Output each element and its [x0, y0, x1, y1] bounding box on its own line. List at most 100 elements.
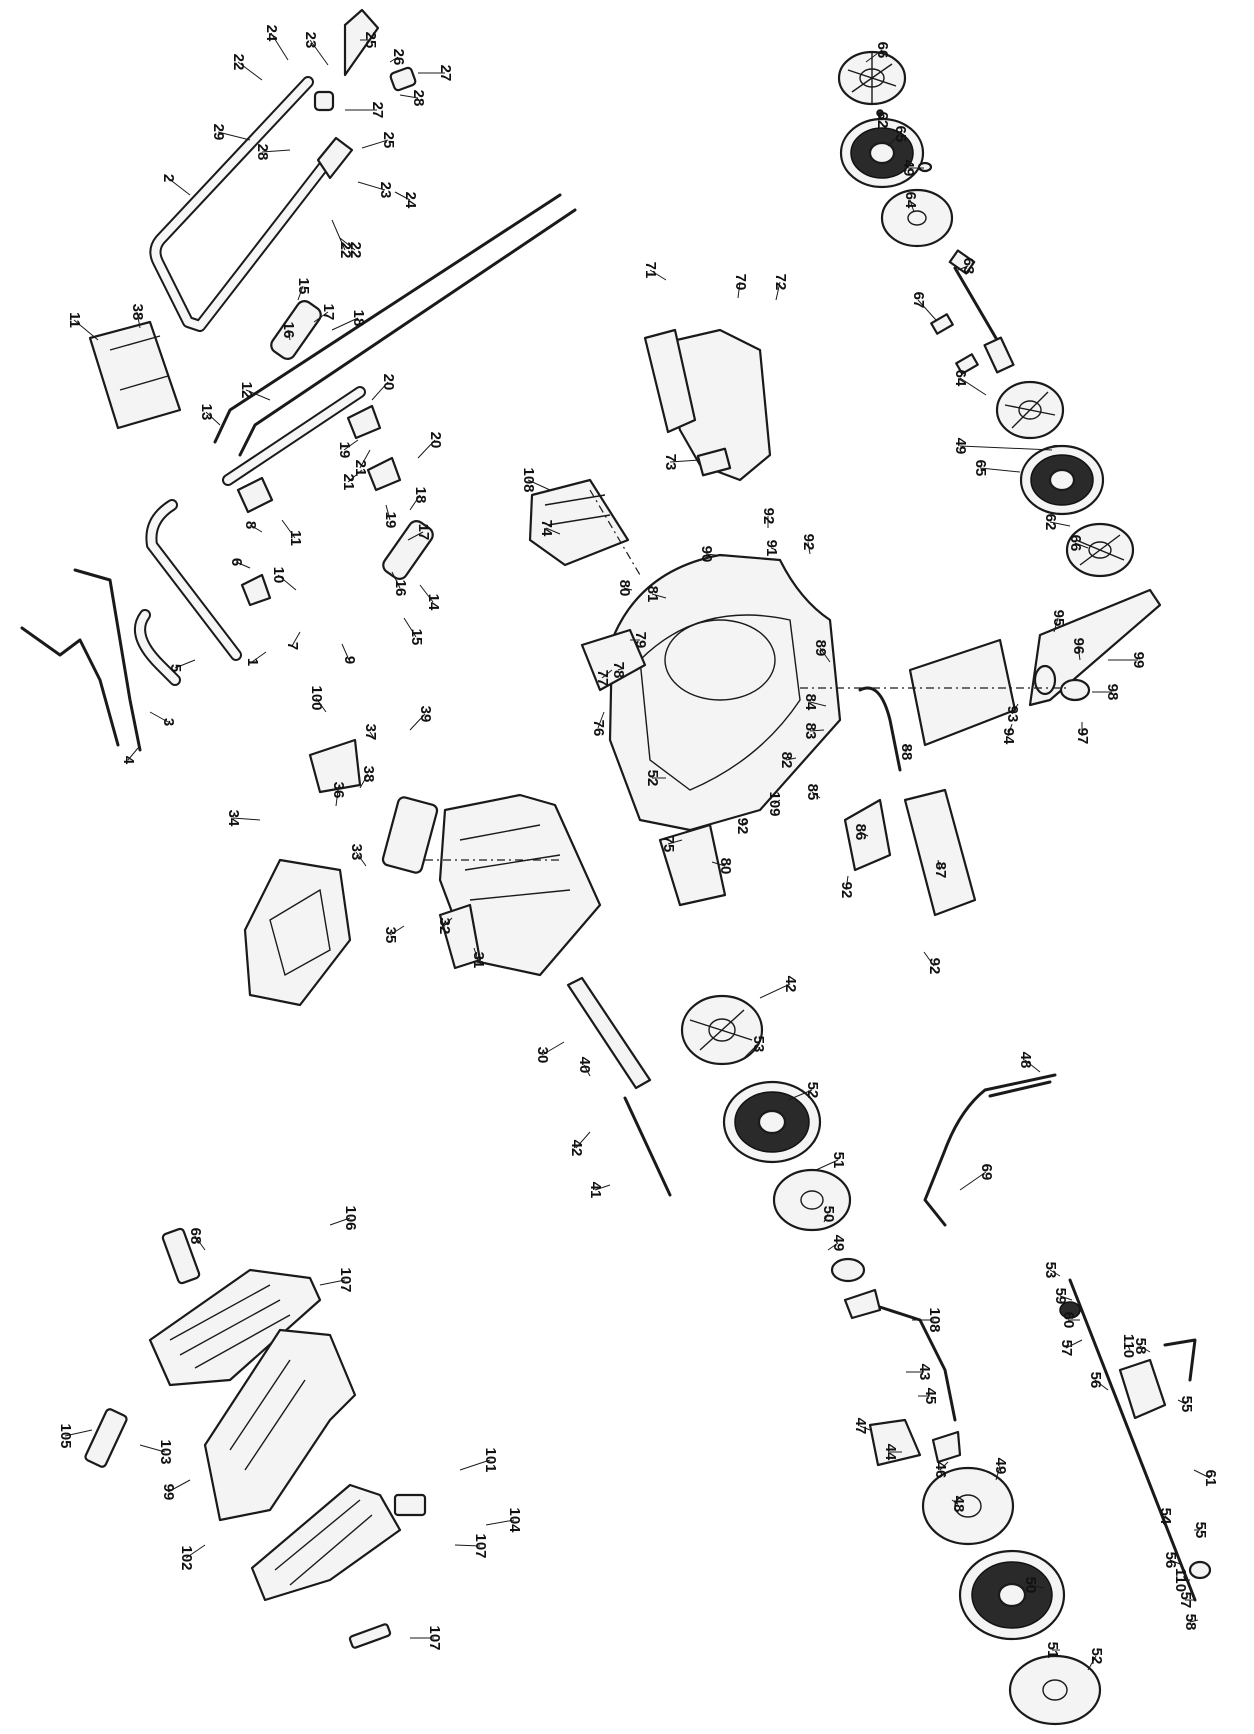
callout-number: 41 — [587, 1182, 604, 1199]
callout-29: 29 — [210, 124, 251, 141]
callout-42: 42 — [759, 976, 799, 999]
callout-49: 49 — [992, 1458, 1009, 1481]
callout-10: 10 — [270, 567, 297, 591]
callout-number: 25 — [362, 32, 379, 49]
callout-99: 99 — [160, 1479, 191, 1501]
leader-line — [454, 1544, 481, 1547]
callout-number: 24 — [402, 192, 419, 209]
callout-13: 13 — [198, 404, 221, 426]
callout-number: 45 — [922, 1388, 939, 1405]
leader-line — [270, 32, 289, 61]
callout-number: 10 — [270, 567, 287, 584]
callout-48: 48 — [950, 1496, 967, 1513]
callout-25: 25 — [360, 32, 379, 49]
callout-number: 1 — [244, 658, 261, 666]
leader-line — [417, 439, 436, 459]
callout-number: 96 — [1070, 638, 1087, 655]
callout-number: 32 — [436, 918, 453, 935]
callout-number: 50 — [1022, 1577, 1039, 1594]
callout-number: 99 — [160, 1484, 177, 1501]
callout-94: 94 — [1000, 723, 1017, 745]
callout-number: 95 — [1050, 610, 1067, 627]
callout-number: 3 — [160, 718, 177, 726]
leader-line — [819, 647, 831, 663]
leader-line — [331, 219, 346, 251]
leader-line — [937, 859, 941, 871]
callout-number: 38 — [129, 304, 146, 321]
callout-110: 110 — [1120, 1334, 1137, 1358]
leader-line — [237, 61, 263, 81]
leader-line — [775, 281, 781, 301]
battery-assembly — [243, 738, 602, 1007]
callout-6: 6 — [228, 558, 251, 569]
callout-110: 110 — [1172, 1568, 1190, 1592]
callout-number: 63 — [960, 258, 977, 275]
callout-number: 5 — [167, 664, 184, 672]
callout-70: 70 — [732, 274, 749, 299]
callout-number: 50 — [820, 1206, 837, 1223]
callout-3: 3 — [149, 711, 177, 726]
callout-59: 59 — [1052, 1288, 1073, 1304]
callout-number: 106 — [342, 1205, 359, 1230]
callout-57: 57 — [1058, 1339, 1083, 1356]
callout-101: 101 — [459, 1447, 499, 1473]
callout-number: 86 — [852, 824, 869, 841]
leader-line — [409, 713, 426, 731]
leader-line — [787, 1089, 813, 1101]
callout-20: 20 — [371, 374, 397, 401]
callout-number: 13 — [198, 404, 215, 421]
callout-number: 25 — [380, 132, 397, 149]
callout-74: 74 — [538, 520, 561, 537]
leader-line — [261, 149, 291, 153]
leader-line — [359, 449, 371, 469]
callout-62: 62 — [874, 112, 891, 129]
callout-11: 11 — [281, 519, 304, 546]
leader-line — [667, 839, 683, 845]
callout-number: 107 — [337, 1267, 354, 1292]
callout-102: 102 — [178, 1544, 206, 1571]
callout-number: 64 — [952, 370, 969, 387]
leader-line — [409, 494, 421, 511]
leader-line — [313, 311, 329, 323]
callout-30: 30 — [534, 1041, 565, 1063]
callout-number: 77 — [594, 670, 611, 687]
callout-107: 107 — [410, 1625, 443, 1651]
callout-number: 67 — [910, 292, 927, 309]
callout-82: 82 — [778, 752, 797, 768]
leader-line — [617, 667, 625, 671]
leader-line — [485, 1519, 515, 1526]
callout-65: 65 — [972, 460, 1021, 476]
callout-73: 73 — [662, 454, 701, 470]
callout-number: 76 — [590, 720, 607, 737]
callout-71: 71 — [642, 262, 667, 281]
callout-48: 48 — [1017, 1052, 1041, 1073]
callout-76: 76 — [590, 711, 607, 737]
leader-line — [357, 181, 386, 191]
callout-number: 49 — [900, 160, 917, 177]
callout-36: 36 — [330, 782, 347, 807]
leader-line — [1011, 703, 1019, 715]
callout-67: 67 — [910, 292, 937, 321]
callout-17: 17 — [407, 524, 432, 541]
leader-line — [315, 697, 327, 713]
leader-line — [331, 317, 359, 331]
leader-line — [245, 389, 271, 401]
callout-28: 28 — [254, 144, 291, 160]
leader-line — [1127, 1345, 1131, 1351]
leader-line — [319, 1279, 346, 1286]
callout-66: 66 — [1067, 535, 1089, 551]
callout-number: 15 — [408, 629, 425, 646]
callout-5: 5 — [167, 659, 196, 672]
callout-number: 4 — [120, 756, 137, 765]
callout-number: 92 — [800, 534, 817, 551]
leader-line — [339, 237, 356, 251]
leader-line — [811, 791, 821, 799]
leader-line — [127, 747, 139, 761]
callout-number: 90 — [698, 546, 715, 563]
leader-line — [951, 1499, 959, 1505]
callout-number: 80 — [616, 580, 633, 597]
callout-58: 58 — [1132, 1338, 1151, 1354]
leader-line — [217, 131, 251, 141]
callout-number: 38 — [360, 766, 377, 783]
